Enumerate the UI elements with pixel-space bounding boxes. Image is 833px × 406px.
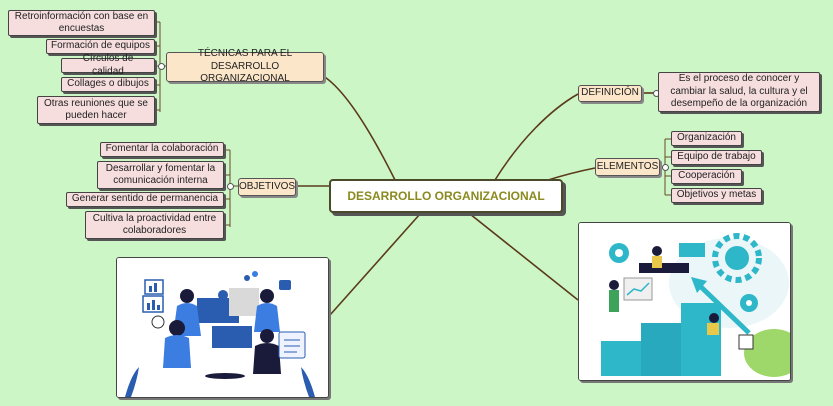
elementos-item-3[interactable]: Cooperación: [671, 169, 742, 184]
branch-tecnicas[interactable]: TÉCNICAS PARA EL DESARROLLO ORGANIZACION…: [166, 48, 324, 84]
branch-elementos[interactable]: ELEMENTOS: [595, 158, 660, 176]
collapse-dot[interactable]: [227, 183, 234, 190]
elementos-item-1[interactable]: Organización: [671, 131, 742, 146]
tecnicas-item-5[interactable]: Otras reuniones que se pueden hacer: [37, 96, 155, 124]
objetivos-item-4[interactable]: Cultiva la proactividad entre colaborado…: [85, 211, 224, 239]
branch-definicion[interactable]: DEFINICIÓN: [578, 85, 642, 102]
tecnicas-item-2[interactable]: Formación de equipos: [46, 39, 155, 54]
elementos-item-4[interactable]: Objetivos y metas: [671, 188, 762, 203]
collapse-dot[interactable]: [662, 164, 669, 171]
collapse-dot[interactable]: [158, 63, 165, 70]
objetivos-item-1[interactable]: Fomentar la colaboración: [100, 142, 224, 157]
tecnicas-item-3[interactable]: Círculos de calidad: [61, 53, 155, 77]
growth-chart-illustration[interactable]: [578, 222, 791, 381]
teamwork-puzzle-illustration[interactable]: [116, 257, 329, 398]
teamwork-puzzle-image: [117, 258, 328, 397]
tecnicas-item-4[interactable]: Collages o dibujos: [61, 77, 155, 92]
central-topic[interactable]: DESARROLLO ORGANIZACIONAL: [329, 179, 563, 213]
definicion-text[interactable]: Es el proceso de conocer y cambiar la sa…: [658, 72, 820, 112]
tecnicas-item-1[interactable]: Retroinformación con base en encuestas: [8, 10, 155, 36]
elementos-item-2[interactable]: Equipo de trabajo: [671, 150, 762, 165]
objetivos-item-2[interactable]: Desarrollar y fomentar la comunicación i…: [97, 161, 224, 189]
growth-chart-image: [579, 223, 790, 380]
branch-objetivos[interactable]: OBJETIVOS: [238, 178, 296, 196]
objetivos-item-3[interactable]: Generar sentido de permanencia: [66, 192, 224, 207]
